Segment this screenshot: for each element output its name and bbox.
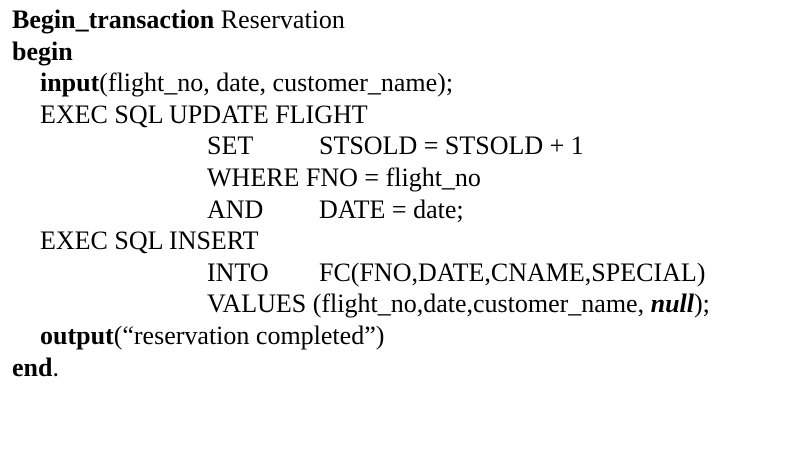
and-expression: DATE = date; bbox=[319, 194, 464, 224]
keyword-begin: begin bbox=[12, 36, 73, 66]
code-line-begin: begin bbox=[12, 36, 802, 68]
code-line-and: AND DATE = date; bbox=[12, 194, 802, 226]
code-line-where: WHERE FNO = flight_no bbox=[12, 162, 802, 194]
transaction-code-block: Begin_transaction Reservation begin inpu… bbox=[12, 4, 802, 383]
values-tail: ); bbox=[693, 289, 710, 319]
transaction-name: Reservation bbox=[214, 5, 345, 34]
sql-keyword-values: VALUES bbox=[207, 289, 307, 319]
output-args: (“reservation completed”) bbox=[113, 320, 385, 350]
exec-sql-update: EXEC SQL UPDATE FLIGHT bbox=[40, 99, 368, 129]
keyword-input: input bbox=[40, 68, 100, 98]
code-line-exec-update: EXEC SQL UPDATE FLIGHT bbox=[12, 99, 802, 131]
code-line-begin-transaction: Begin_transaction Reservation bbox=[12, 4, 802, 36]
values-expression: (flight_no,date,customer_name, bbox=[312, 289, 651, 319]
code-line-set: SET STSOLD = STSOLD + 1 bbox=[12, 130, 802, 162]
null-keyword: null bbox=[650, 289, 694, 319]
code-line-values: VALUES (flight_no,date,customer_name, nu… bbox=[12, 288, 802, 320]
input-args: (flight_no, date, customer_name); bbox=[99, 68, 454, 98]
code-line-output: output(“reservation completed”) bbox=[12, 320, 802, 352]
exec-sql-insert: EXEC SQL INSERT bbox=[40, 226, 259, 256]
keyword-end: end bbox=[12, 352, 53, 382]
sql-keyword-where: WHERE FNO = flight_no bbox=[207, 162, 481, 192]
code-line-input: input(flight_no, date, customer_name); bbox=[12, 67, 802, 99]
into-expression: FC(FNO,DATE,CNAME,SPECIAL) bbox=[319, 257, 706, 287]
keyword-output: output bbox=[40, 320, 114, 350]
sql-values-statement: VALUES (flight_no,date,customer_name, nu… bbox=[207, 288, 710, 320]
sql-keyword-and: AND bbox=[207, 194, 264, 224]
set-expression: STSOLD = STSOLD + 1 bbox=[319, 131, 584, 161]
where-expression: FNO = flight_no bbox=[305, 162, 481, 192]
keyword-begin-transaction: Begin_transaction bbox=[12, 5, 215, 34]
sql-keyword-into: INTO bbox=[207, 257, 269, 287]
end-period: . bbox=[52, 352, 59, 382]
code-line-end: end. bbox=[12, 352, 802, 384]
code-line-exec-insert: EXEC SQL INSERT bbox=[12, 225, 802, 257]
code-line-into: INTO FC(FNO,DATE,CNAME,SPECIAL) bbox=[12, 257, 802, 289]
sql-keyword-set: SET bbox=[207, 131, 254, 161]
